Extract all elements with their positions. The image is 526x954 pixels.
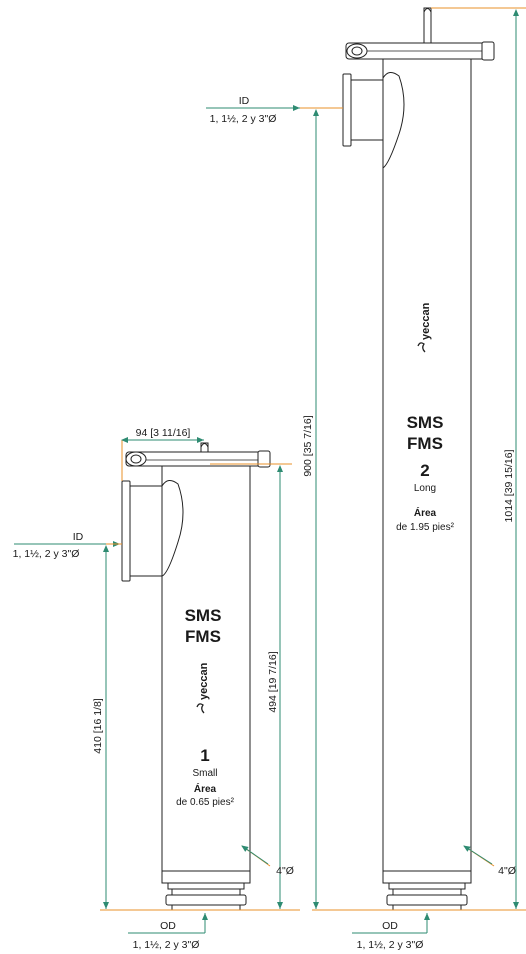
long-bottom-collar bbox=[382, 870, 472, 884]
long-height-inlet: 900 [35 7/16] bbox=[302, 415, 314, 476]
small-area-value: de 0.65 pies² bbox=[176, 797, 234, 808]
long-dimensions: ID 1, 1½, 2 y 3"Ø 900 [35 7/16] 1014 [39… bbox=[206, 7, 526, 951]
long-outlet-sizes: 1, 1½, 2 y 3"Ø bbox=[357, 939, 424, 951]
small-width-dim: 94 [3 11/16] bbox=[136, 427, 191, 439]
small-inlet-sizes: 1, 1½, 2 y 3"Ø bbox=[13, 548, 80, 560]
small-id-label: ID bbox=[73, 531, 84, 543]
long-model-name: Long bbox=[414, 483, 436, 494]
small-logo: yeccan bbox=[198, 662, 210, 700]
long-series-1: SMS bbox=[407, 413, 444, 432]
small-model-name: Small bbox=[192, 768, 217, 779]
long-area-value: de 1.95 pies² bbox=[396, 522, 454, 533]
small-dimensions: 94 [3 11/16] ID 1, 1½, 2 y 3"Ø 410 [16 1… bbox=[13, 427, 300, 951]
small-series-1: SMS bbox=[185, 606, 222, 625]
long-series-2: FMS bbox=[407, 434, 443, 453]
svg-text:yeccan: yeccan bbox=[420, 302, 432, 340]
small-series-2: FMS bbox=[185, 627, 221, 646]
long-inlet-bulge bbox=[382, 72, 405, 169]
long-vent-pipe bbox=[423, 7, 432, 45]
long-housing: SMS FMS yeccan 2 Long Área de 1.95 pies² bbox=[342, 7, 495, 911]
small-bottom-collar bbox=[161, 870, 251, 884]
small-height-inlet: 410 [16 1/8] bbox=[92, 698, 104, 754]
small-height-total: 494 [19 7/16] bbox=[267, 651, 279, 712]
small-logo-icon bbox=[196, 703, 205, 714]
long-inlet-sizes: 1, 1½, 2 y 3"Ø bbox=[210, 113, 277, 125]
small-outlet-sizes: 1, 1½, 2 y 3"Ø bbox=[133, 939, 200, 951]
long-logo-icon bbox=[417, 342, 426, 353]
small-housing: SMS FMS yeccan 1 Small Área de 0.65 pies… bbox=[121, 442, 271, 911]
long-model-number: 2 bbox=[420, 461, 429, 480]
small-area-label: Área bbox=[194, 782, 217, 795]
long-logo: yeccan bbox=[420, 302, 432, 340]
small-inlet-bulge bbox=[161, 480, 184, 577]
long-body bbox=[382, 58, 472, 872]
small-bottom-dia: 4"Ø bbox=[276, 865, 294, 877]
long-area-label: Área bbox=[414, 506, 437, 519]
long-height-total: 1014 [39 15/16] bbox=[503, 449, 515, 522]
long-id-label: ID bbox=[239, 95, 250, 107]
long-od-label: OD bbox=[382, 920, 398, 932]
small-od-label: OD bbox=[160, 920, 176, 932]
long-bottom-dia: 4"Ø bbox=[498, 865, 516, 877]
small-model-number: 1 bbox=[200, 746, 209, 765]
svg-text:yeccan: yeccan bbox=[198, 662, 210, 700]
